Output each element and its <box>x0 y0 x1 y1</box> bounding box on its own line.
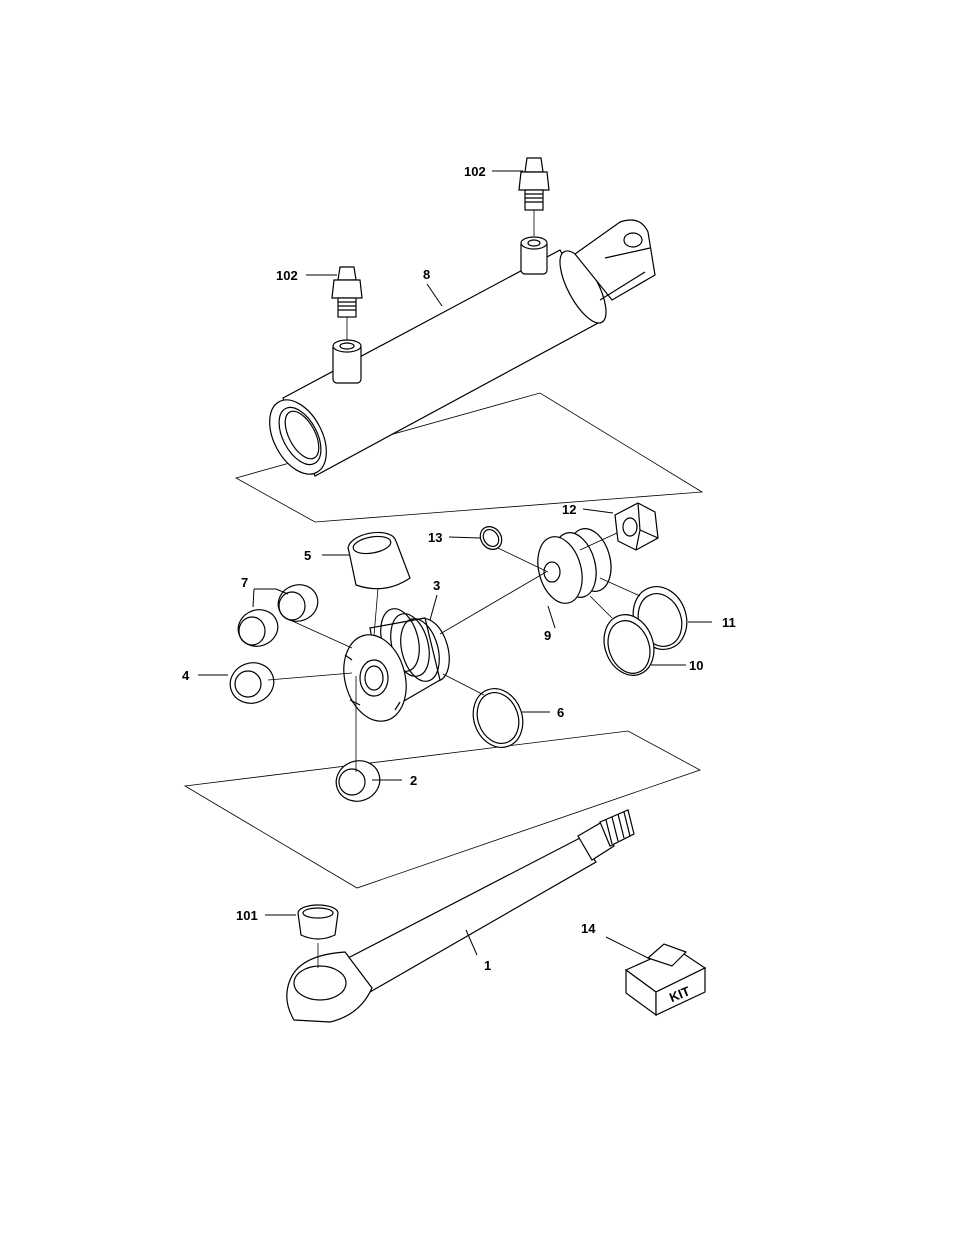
callout-7: 7 <box>241 575 248 590</box>
callout-4: 4 <box>182 668 190 683</box>
piston-rod <box>287 810 634 1022</box>
rod-bushing-101 <box>298 905 338 939</box>
callout-5: 5 <box>304 548 311 563</box>
cylinder-barrel <box>258 220 655 484</box>
grease-fitting-right <box>519 158 549 210</box>
callout-14: 14 <box>581 921 596 936</box>
leader-lines <box>198 171 712 958</box>
rod-seal-2 <box>330 755 385 808</box>
callout-11: 11 <box>722 615 736 630</box>
head-group-boundary <box>185 731 700 888</box>
callout-12: 12 <box>562 502 576 517</box>
callout-10: 10 <box>689 658 703 673</box>
callout-3: 3 <box>433 578 440 593</box>
callout-101: 101 <box>236 908 258 923</box>
callout-102-right: 102 <box>464 164 486 179</box>
cylinder-head <box>335 604 456 728</box>
callout-102-left: 102 <box>276 268 298 283</box>
kit-box-icon: KIT <box>626 944 705 1015</box>
o-ring-13 <box>476 522 506 553</box>
callout-9: 9 <box>544 628 551 643</box>
callout-1: 1 <box>484 958 491 973</box>
piston <box>531 524 618 608</box>
wear-ring-5 <box>346 529 410 589</box>
callout-13: 13 <box>428 530 442 545</box>
bushing-7a <box>273 579 323 627</box>
callout-8: 8 <box>423 267 430 282</box>
callout-6: 6 <box>557 705 564 720</box>
rod-wiper-4 <box>224 657 279 710</box>
bushing-7b <box>233 604 283 652</box>
callout-2: 2 <box>410 773 417 788</box>
lock-nut <box>615 503 658 550</box>
o-ring-6 <box>465 682 531 755</box>
